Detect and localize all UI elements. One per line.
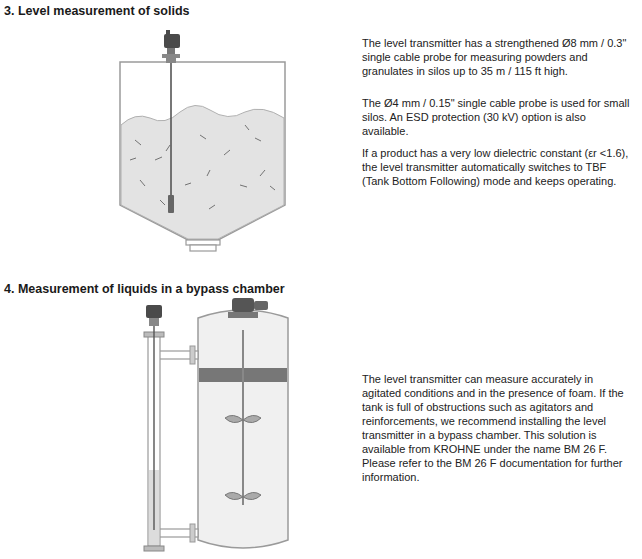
section-heading: 4. Measurement of liquids in a bypass ch… — [4, 282, 404, 297]
body-paragraph: The level transmitter has a strengthened… — [362, 36, 630, 78]
body-paragraph: If a product has a very low dielectric c… — [362, 146, 630, 188]
body-paragraph: The Ø4 mm / 0.15" single cable probe is … — [362, 96, 630, 138]
bypass-illustration — [144, 298, 288, 551]
section-heading: 3. Level measurement of solids — [4, 4, 404, 19]
silo-illustration — [120, 30, 285, 251]
body-paragraph: The level transmitter can measure accura… — [362, 372, 630, 484]
